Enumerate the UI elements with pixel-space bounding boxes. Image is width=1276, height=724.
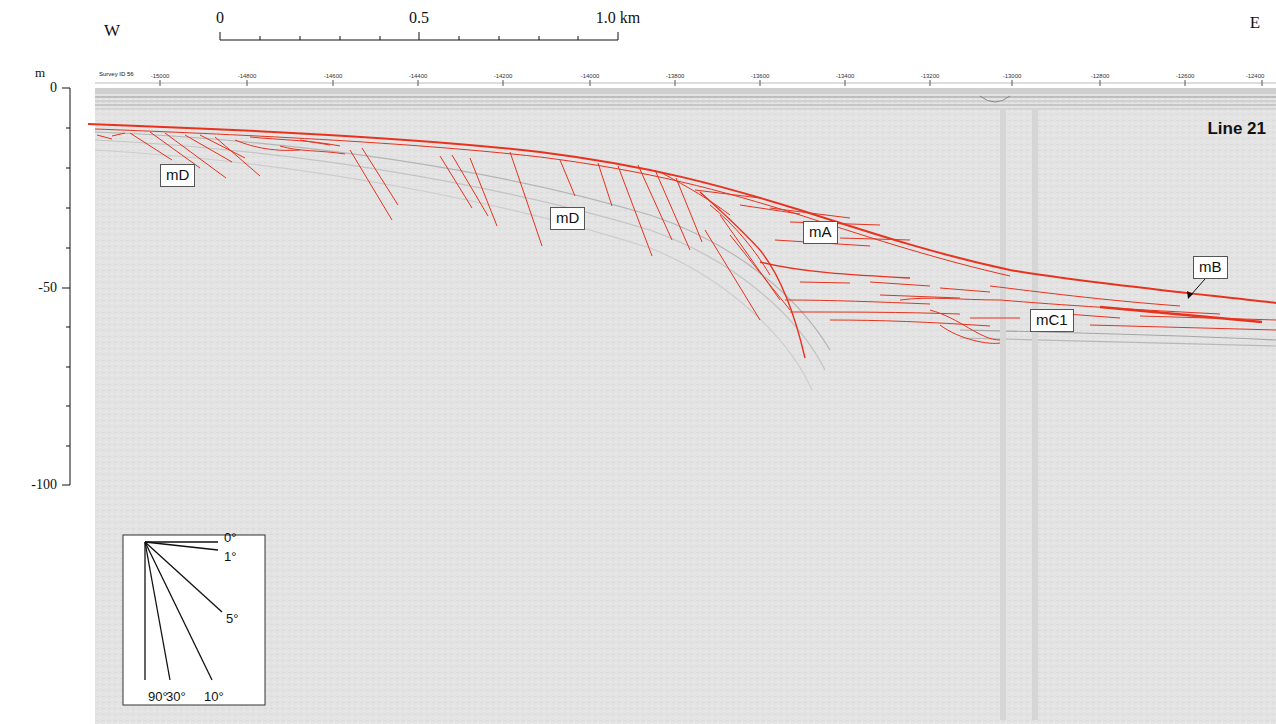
trace-number: -12800 bbox=[1091, 73, 1110, 79]
unit-label-box: mD bbox=[160, 164, 195, 187]
trace-number: -13600 bbox=[751, 73, 770, 79]
axis-label: -50 bbox=[38, 281, 57, 295]
trace-number: -14200 bbox=[494, 73, 513, 79]
axis-label: 0 bbox=[50, 81, 57, 95]
axis-label: E bbox=[1250, 14, 1260, 31]
angle-label: 10° bbox=[204, 690, 224, 703]
unit-label: mC1 bbox=[1036, 311, 1068, 328]
trace-number: -13800 bbox=[666, 73, 685, 79]
unit-label: mB bbox=[1199, 258, 1222, 275]
trace-number: -14600 bbox=[324, 73, 343, 79]
trace-number: -15000 bbox=[151, 73, 170, 79]
axis-label: -100 bbox=[31, 478, 57, 492]
trace-number: -14800 bbox=[238, 73, 257, 79]
angle-label: 0° bbox=[224, 531, 236, 544]
axis-label: 0 bbox=[216, 10, 224, 26]
axis-label: W bbox=[104, 22, 120, 39]
unit-label-box: mB bbox=[1193, 256, 1228, 279]
trace-number: -13400 bbox=[836, 73, 855, 79]
unit-label-box: mA bbox=[803, 221, 838, 244]
trace-number: -12600 bbox=[1176, 73, 1195, 79]
axis-label: 0.5 bbox=[409, 10, 429, 26]
trace-number: -13000 bbox=[1003, 73, 1022, 79]
angle-label: 90° bbox=[148, 690, 168, 703]
unit-label: mA bbox=[809, 223, 832, 240]
axis-label: 1.0 km bbox=[596, 10, 640, 26]
unit-label-box: mC1 bbox=[1030, 309, 1074, 332]
angle-label: 5° bbox=[226, 612, 238, 625]
angle-label: 1° bbox=[224, 550, 236, 563]
axis-label: m bbox=[35, 66, 45, 79]
trace-number: -12400 bbox=[1246, 73, 1265, 79]
axis-label: Survey ID 56 bbox=[99, 71, 134, 77]
line-name: Line 21 bbox=[1207, 120, 1266, 137]
unit-label-box: mD bbox=[550, 207, 585, 230]
unit-label: mD bbox=[166, 166, 189, 183]
trace-number: -13200 bbox=[921, 73, 940, 79]
trace-number: -14000 bbox=[581, 73, 600, 79]
trace-number: -14400 bbox=[409, 73, 428, 79]
angle-label: 30° bbox=[166, 690, 186, 703]
unit-label: mD bbox=[556, 209, 579, 226]
